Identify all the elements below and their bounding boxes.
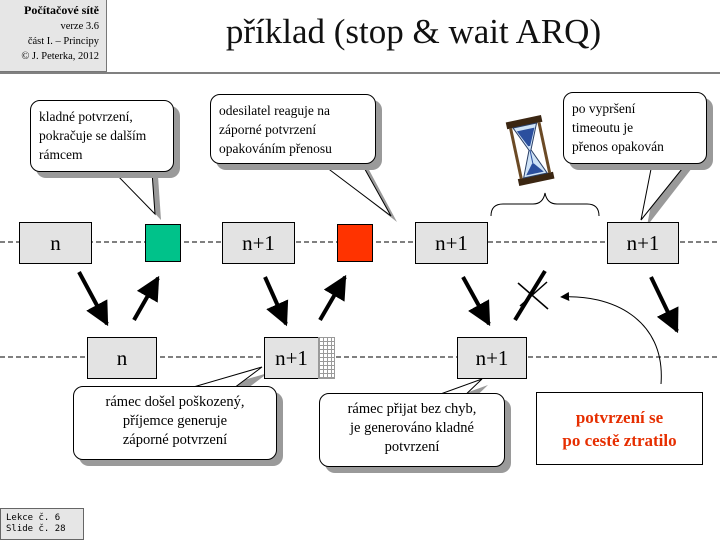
callout-line: záporné potvrzení	[122, 432, 228, 448]
arrow-send-n	[77, 271, 109, 327]
lost-ack-line: po cestě ztratilo	[562, 431, 677, 450]
callout-line: po vypršení	[572, 101, 636, 116]
callout-line: rámec došel poškozený,	[105, 394, 245, 410]
callout-line: záporné potvrzení	[219, 122, 317, 137]
arrow-send-n1	[263, 276, 289, 327]
lost-pointer-arrow	[560, 292, 662, 385]
arrow-timeout-resend	[649, 276, 679, 334]
negative-ack	[337, 224, 373, 262]
slide-label: Slide č. 28	[6, 524, 66, 534]
callout-tails	[112, 163, 692, 406]
receiver-frame-n: n	[87, 337, 157, 379]
timeout-brace	[490, 192, 600, 217]
callout-line: příjemce generuje	[122, 413, 228, 429]
hourglass-icon	[505, 114, 555, 187]
positive-ack	[145, 224, 181, 262]
receiver-frame-n1-damaged: n+1	[264, 337, 319, 379]
damaged-frame-pattern	[318, 337, 335, 379]
version-label: verze 3.6	[60, 21, 99, 32]
sender-frame-n1: n+1	[222, 222, 295, 264]
sender-frame-n: n	[19, 222, 92, 264]
callout-line: je generováno kladné	[349, 420, 474, 436]
callout-line: kladné potvrzení,	[39, 109, 133, 124]
copyright-label: © J. Peterka, 2012	[21, 51, 99, 62]
header-info-box: Počítačové sítě verze 3.6 část I. – Prin…	[0, 0, 107, 72]
lesson-label: Lekce č. 6	[6, 513, 61, 523]
callout-line: timeoutu je	[572, 120, 634, 135]
lost-ack-line: potvrzení se	[575, 408, 664, 427]
callout-line: odesilatel reaguje na	[219, 103, 330, 118]
sender-frame-n1-resend: n+1	[415, 222, 488, 264]
callout-line: přenos opakován	[572, 139, 664, 154]
callout-nak-resend: odesilatel reaguje na záporné potvrzení …	[210, 94, 376, 164]
arrow-ack-lost	[513, 269, 547, 322]
callout-line: pokračuje se dalším	[39, 128, 147, 143]
cross-icon	[517, 281, 549, 310]
lost-ack-label: potvrzení se po cestě ztratilo	[536, 392, 703, 465]
header-divider	[0, 72, 720, 74]
callout-line: rámcem	[39, 147, 83, 162]
arrow-resend-n1	[461, 276, 491, 327]
callout-accepted: rámec přijat bez chyb, je generováno kla…	[319, 393, 505, 467]
callout-line: rámec přijat bez chyb,	[347, 401, 477, 417]
callout-line: potvrzení	[384, 439, 440, 455]
footer-box: Lekce č. 6 Slide č. 28	[0, 508, 84, 540]
course-title: Počítačové sítě	[24, 3, 99, 17]
callout-line: opakováním přenosu	[219, 141, 332, 156]
part-label: část I. – Principy	[27, 36, 99, 47]
arrow-ack-negative	[318, 274, 347, 322]
callout-positive-ack: kladné potvrzení, pokračuje se dalším rá…	[30, 100, 174, 172]
slide-title: příklad (stop & wait ARQ)	[225, 12, 602, 51]
receiver-frame-n1-accepted: n+1	[457, 337, 527, 379]
arrow-ack-positive	[132, 275, 160, 321]
callout-timeout: po vypršení timeoutu je přenos opakován	[563, 92, 707, 164]
sender-frame-n1-timeout-resend: n+1	[607, 222, 679, 264]
callout-damaged: rámec došel poškozený, příjemce generuje…	[73, 386, 277, 460]
